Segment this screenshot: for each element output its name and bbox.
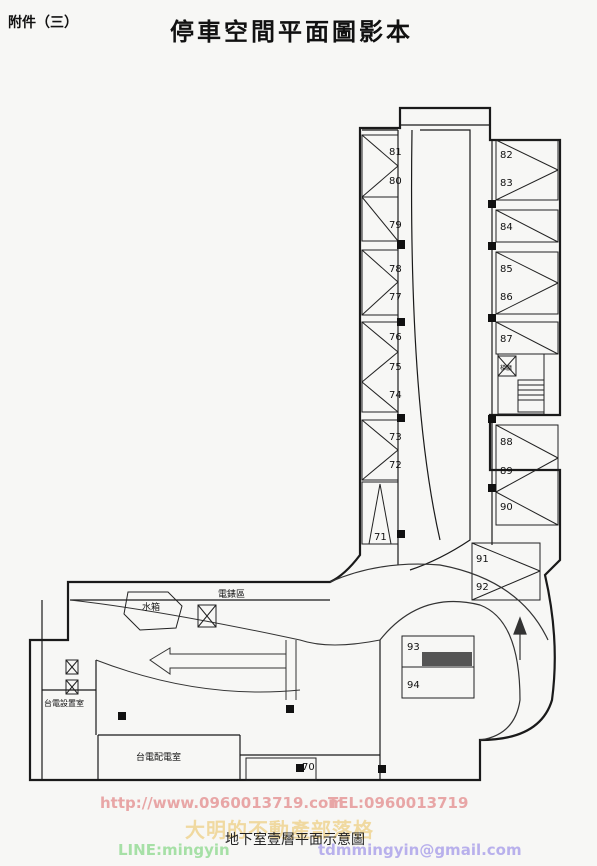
stall-86: 86 bbox=[500, 292, 513, 303]
stall-74: 74 bbox=[389, 390, 402, 401]
stall-91: 91 bbox=[476, 554, 489, 565]
building-outline bbox=[28, 106, 562, 782]
stall-88: 88 bbox=[500, 437, 513, 448]
stall-82: 82 bbox=[500, 150, 513, 161]
stalls-left bbox=[361, 134, 399, 545]
hatched-stall bbox=[422, 652, 472, 666]
stair-room-label: 梯廳 bbox=[500, 364, 512, 372]
stall-94: 94 bbox=[407, 680, 420, 691]
stall-92: 92 bbox=[476, 582, 489, 593]
stall-76: 76 bbox=[389, 332, 402, 343]
watermark-line: LINE:mingyin bbox=[118, 841, 230, 859]
stall-numbers: 81 80 79 78 77 76 75 74 73 72 71 82 83 8… bbox=[302, 147, 513, 773]
distribution-room-label: 台電配電室 bbox=[136, 751, 181, 763]
electrical-label: 電錶區 bbox=[218, 588, 245, 600]
watermark-tel: TEL:0960013719 bbox=[328, 794, 469, 812]
watermark-url: http://www.0960013719.com bbox=[100, 794, 344, 812]
ramp bbox=[329, 563, 549, 741]
stair bbox=[497, 353, 545, 415]
plan-caption: 地下室壹層平面示意圖 bbox=[225, 832, 365, 848]
driveway bbox=[69, 599, 381, 700]
stall-85: 85 bbox=[500, 264, 513, 275]
stalls-right bbox=[245, 139, 559, 781]
watermark-mail: tdmmingyin@gmail.com bbox=[318, 841, 522, 859]
stall-78: 78 bbox=[389, 264, 402, 275]
stall-89: 89 bbox=[500, 466, 513, 477]
stall-70: 70 bbox=[302, 762, 315, 773]
inner-walls bbox=[41, 124, 493, 780]
stall-72: 72 bbox=[389, 460, 402, 471]
watermark-shop: 大明的不動產部落格 bbox=[185, 818, 374, 842]
columns bbox=[118, 200, 496, 773]
stall-84: 84 bbox=[500, 222, 513, 233]
equipment bbox=[65, 591, 217, 695]
water-tank-label: 水箱 bbox=[142, 601, 160, 613]
stall-81: 81 bbox=[389, 147, 402, 158]
stall-90: 90 bbox=[500, 502, 513, 513]
stall-71: 71 bbox=[374, 532, 387, 543]
power-room-label: 台電設置室 bbox=[44, 698, 84, 708]
stall-80: 80 bbox=[389, 176, 402, 187]
page-title: 停車空間平面圖影本 bbox=[170, 17, 413, 46]
stall-87: 87 bbox=[500, 334, 513, 345]
stall-75: 75 bbox=[389, 362, 402, 373]
stall-77: 77 bbox=[389, 292, 402, 303]
stall-73: 73 bbox=[389, 432, 402, 443]
stall-79: 79 bbox=[389, 220, 402, 231]
attachment-label: 附件（三） bbox=[8, 15, 78, 31]
stall-93: 93 bbox=[407, 642, 420, 653]
stall-83: 83 bbox=[500, 178, 513, 189]
